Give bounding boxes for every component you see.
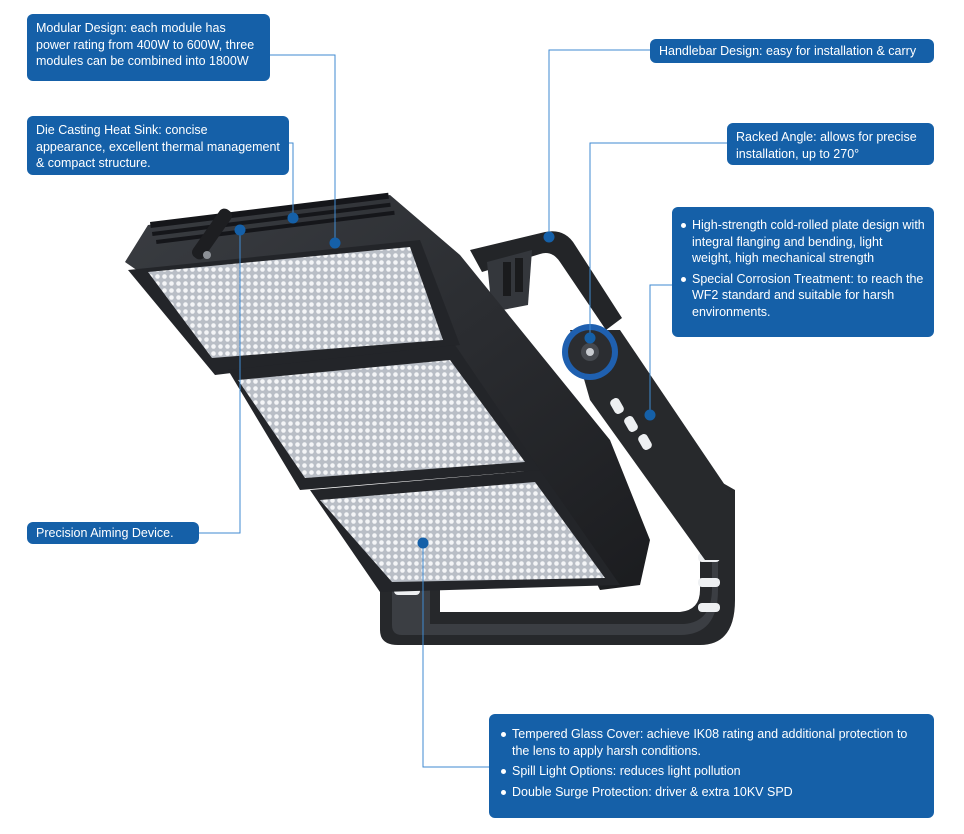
callout-plate-design: High-strength cold-rolled plate design w…	[672, 207, 934, 337]
plate-feature-list: High-strength cold-rolled plate design w…	[681, 217, 925, 320]
side-arm	[570, 330, 735, 560]
callout-modular-design: Modular Design: each module has power ra…	[27, 14, 270, 81]
glass-feature-item: Tempered Glass Cover: achieve IK08 ratin…	[501, 726, 925, 759]
callout-heat-sink-text: Die Casting Heat Sink: concise appearanc…	[36, 123, 280, 170]
callout-racked-angle: Racked Angle: allows for precise install…	[727, 123, 934, 165]
plate-feature-item: High-strength cold-rolled plate design w…	[681, 217, 925, 267]
callout-aiming-device-text: Precision Aiming Device.	[36, 526, 174, 540]
handlebar	[470, 231, 622, 330]
glass-feature-list: Tempered Glass Cover: achieve IK08 ratin…	[501, 726, 925, 800]
glass-feature-item: Double Surge Protection: driver & extra …	[501, 784, 925, 801]
connector-dots	[234, 212, 656, 549]
callout-handlebar-text: Handlebar Design: easy for installation …	[659, 44, 917, 58]
callout-racked-angle-text: Racked Angle: allows for precise install…	[736, 130, 917, 161]
connector-lines	[199, 49, 727, 768]
led-modules	[148, 247, 605, 582]
callout-modular-design-text: Modular Design: each module has power ra…	[36, 21, 255, 68]
callout-glass-cover: Tempered Glass Cover: achieve IK08 ratin…	[489, 714, 934, 818]
callout-aiming-device: Precision Aiming Device.	[27, 522, 199, 544]
callout-handlebar: Handlebar Design: easy for installation …	[650, 39, 934, 63]
angle-knob	[562, 324, 618, 380]
aiming-device	[191, 208, 233, 260]
glass-feature-item: Spill Light Options: reduces light pollu…	[501, 763, 925, 780]
callout-heat-sink: Die Casting Heat Sink: concise appearanc…	[27, 116, 289, 175]
plate-feature-item: Special Corrosion Treatment: to reach th…	[681, 271, 925, 321]
